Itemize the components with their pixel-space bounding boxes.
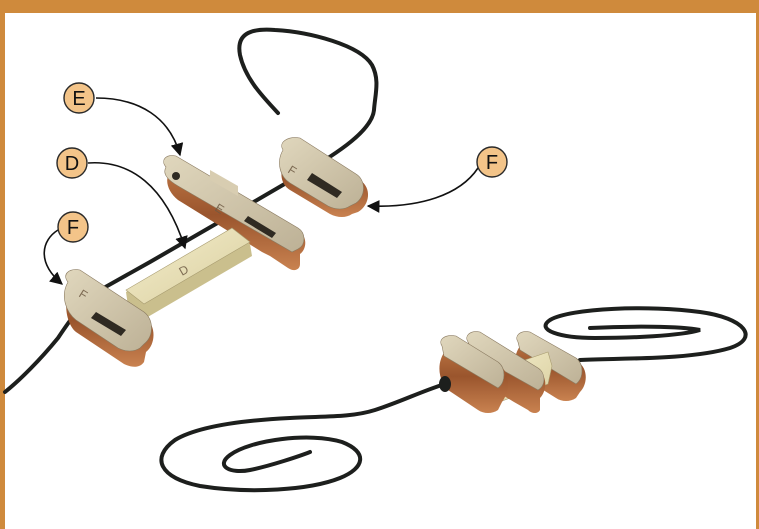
callout-d: D — [56, 147, 188, 250]
assembled-cord-plug — [439, 376, 451, 392]
e-piece: E — [163, 155, 306, 271]
f-piece-lower-slot — [91, 312, 126, 336]
f-piece-upper-face — [279, 137, 364, 210]
assembled-cord-upper-loop — [543, 306, 748, 362]
assembled-winder — [439, 331, 586, 413]
callout-f-right-label: F — [486, 152, 498, 174]
callout-d-label: D — [65, 153, 79, 175]
frame-border-top — [0, 0, 759, 13]
upper-cord-path — [3, 27, 379, 394]
e-piece-hole — [172, 172, 180, 180]
assembled-cord — [159, 306, 748, 493]
assembled-cord-lower-loop — [159, 383, 444, 493]
callout-f-left-label: F — [67, 217, 79, 239]
callout-f-right-arrow — [366, 167, 479, 213]
callout-f-left-circle — [57, 211, 89, 243]
callout-e-circle — [63, 82, 95, 114]
callout-f-right: F — [366, 146, 508, 213]
callout-e-label: E — [72, 88, 85, 110]
upper-cord — [3, 27, 379, 394]
e-piece-slot — [244, 216, 276, 238]
f-piece-upper-slot — [307, 173, 342, 198]
frame-border-left — [0, 0, 5, 529]
assembled-e-piece-face — [466, 331, 545, 391]
f-piece-lower-left: F — [64, 269, 154, 367]
callout-f-right-circle — [476, 146, 508, 178]
assembled-left-piece-face — [440, 335, 505, 389]
callout-e-arrow — [95, 97, 184, 157]
f-piece-upper-right: F — [279, 137, 369, 217]
e-piece-face — [163, 155, 305, 253]
d-spacer: D — [125, 227, 252, 318]
callout-d-arrow — [87, 162, 188, 250]
f-piece-lower-face — [64, 269, 152, 352]
callout-f-left: F — [43, 211, 89, 285]
d-spacer-top — [125, 227, 251, 305]
callout-f-left-arrow — [43, 229, 63, 285]
frame-border-right — [756, 0, 759, 529]
callout-d-circle — [56, 147, 88, 179]
callout-e: E — [63, 82, 184, 157]
e-piece-block — [210, 170, 238, 196]
